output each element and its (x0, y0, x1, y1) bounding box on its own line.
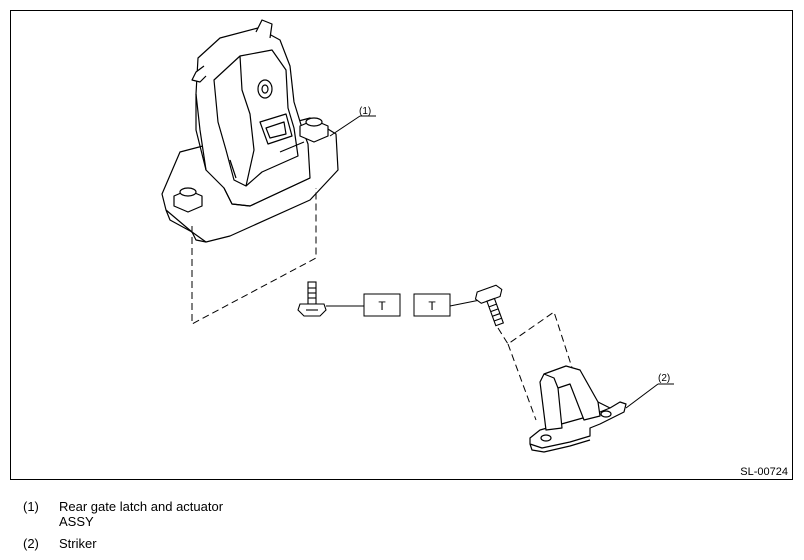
torque-label-2: T (428, 299, 436, 313)
legend-text-1: Rear gate latch and actuator ASSY (59, 499, 319, 529)
leader-striker-bolt (449, 299, 481, 307)
callout-label-2: (2) (658, 373, 670, 384)
latch-bolt (297, 281, 327, 317)
torque-box-1: T (363, 293, 401, 317)
legend-item-1: (1) Rear gate latch and actuator ASSY (23, 499, 323, 531)
torque-label-1: T (378, 299, 386, 313)
striker-guide-lines (497, 311, 577, 421)
latch-guide-lines (191, 188, 317, 325)
legend-text-1-line-1: Rear gate latch and actuator (59, 499, 224, 514)
legend-number-2: (2) (23, 536, 39, 551)
torque-box-2: T (413, 293, 451, 317)
exploded-diagram: T T (1) (2) SL-00724 (161, 19, 788, 478)
callout-leader-1 (329, 115, 361, 137)
legend-number-1: (1) (23, 499, 39, 514)
callout-leader-2 (625, 383, 659, 409)
legend-item-2: (2) Striker (23, 536, 323, 552)
figure-id: SL-00724 (740, 466, 788, 478)
callout-label-1: (1) (359, 106, 371, 117)
latch-actuator-assy (161, 19, 339, 243)
diagram-frame (10, 10, 793, 480)
legend-text-1-line-2: ASSY (59, 514, 94, 529)
striker-bolt (474, 284, 505, 327)
legend-text-2: Striker (59, 536, 97, 551)
striker (529, 365, 627, 453)
